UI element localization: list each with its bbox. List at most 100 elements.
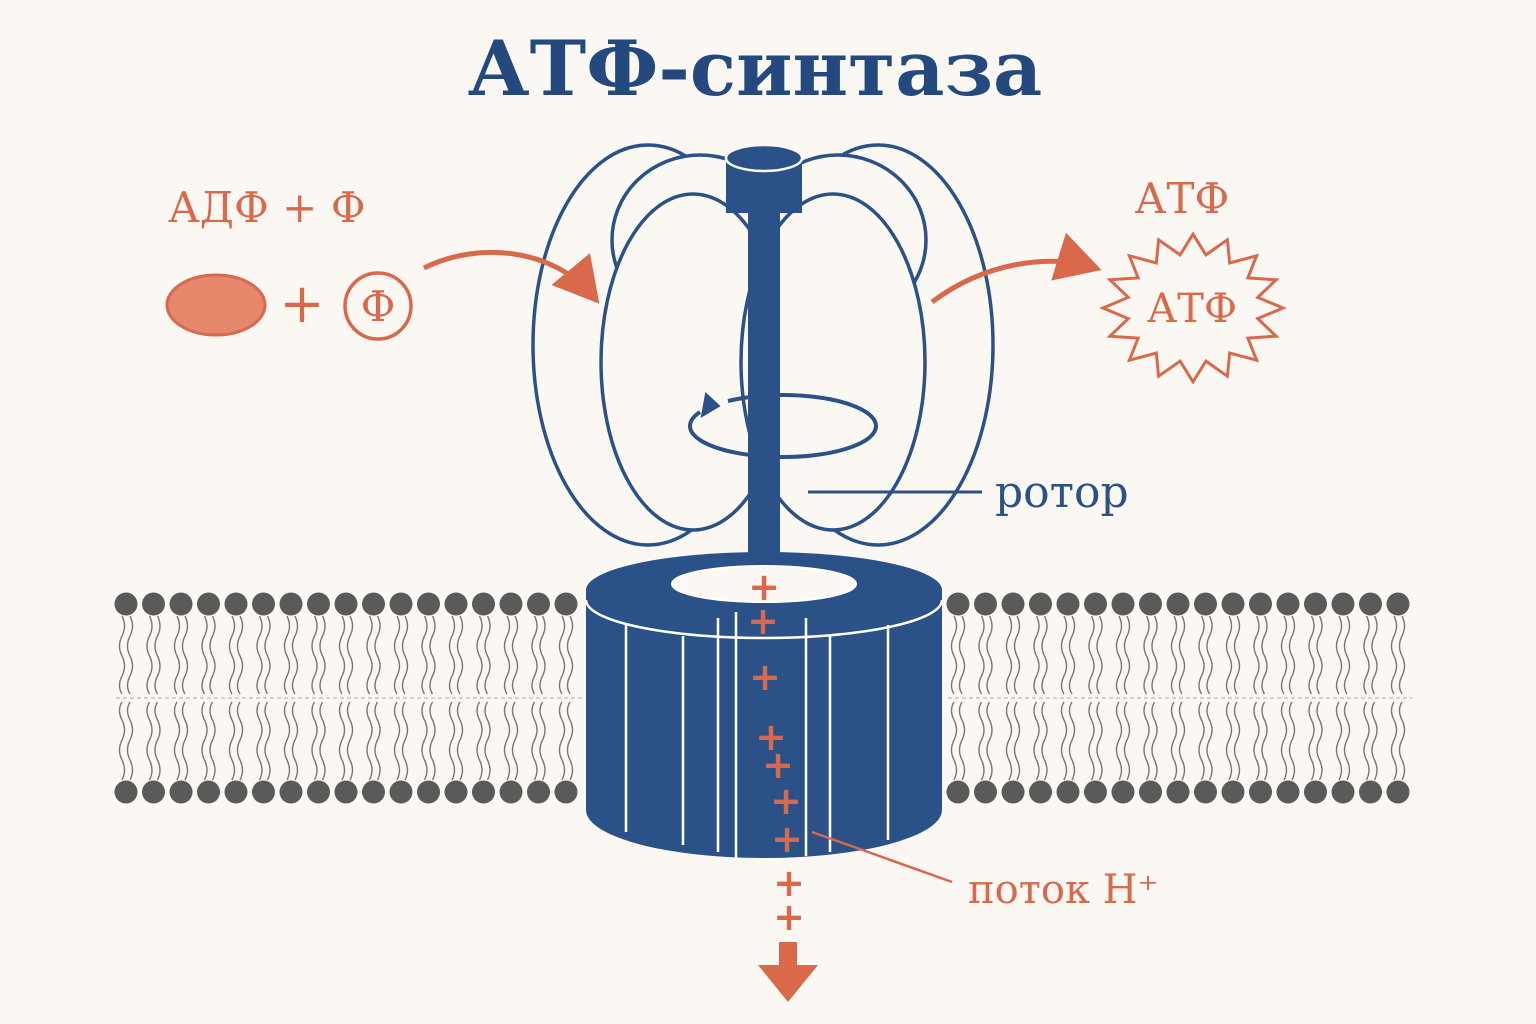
lipid-head bbox=[1331, 780, 1355, 804]
lipid-tail bbox=[1398, 701, 1406, 781]
lipid-head bbox=[1139, 780, 1162, 804]
lipid-tail bbox=[531, 701, 538, 781]
lipid-tail bbox=[228, 701, 236, 781]
lipid-tail bbox=[1088, 615, 1095, 695]
lipid-head bbox=[1056, 592, 1080, 616]
proton-flow-label: поток H⁺ bbox=[968, 867, 1159, 913]
lipid-tail bbox=[958, 701, 966, 781]
lipid-tail bbox=[283, 701, 291, 781]
lipid-head bbox=[1359, 592, 1382, 616]
lipid-tail bbox=[1233, 615, 1241, 695]
lipid-tail bbox=[503, 615, 511, 695]
lipid-tail bbox=[1013, 701, 1021, 781]
lipid-tail bbox=[209, 701, 216, 781]
rotation-arrow bbox=[688, 392, 878, 460]
lipid-tail bbox=[1115, 615, 1123, 695]
lipid-tail bbox=[566, 615, 574, 695]
lipid-tail bbox=[986, 701, 993, 781]
proton-marker: + bbox=[762, 743, 794, 787]
lipid-tail bbox=[291, 615, 299, 695]
lipid-tail bbox=[338, 615, 346, 695]
lipid-tail bbox=[1206, 615, 1213, 695]
lipid-tail bbox=[950, 615, 958, 695]
lipid-tail bbox=[978, 701, 985, 781]
lipid-tail bbox=[1151, 615, 1158, 695]
lipid-head bbox=[472, 780, 495, 804]
lipid-tail bbox=[1123, 701, 1131, 781]
lipid-head bbox=[1194, 780, 1217, 804]
lipid-head bbox=[1056, 780, 1080, 804]
lipid-head bbox=[1331, 592, 1355, 616]
lipid-tail bbox=[1096, 701, 1103, 781]
proton-flow-markers: +++++++++ bbox=[747, 565, 805, 939]
proton-marker: + bbox=[748, 565, 780, 609]
lipid-tail bbox=[366, 701, 373, 781]
lipid-tail bbox=[1206, 701, 1213, 781]
lipid-tail bbox=[393, 701, 401, 781]
lipid-tail bbox=[1060, 701, 1068, 781]
lipid-tail bbox=[484, 615, 491, 695]
lipid-tail bbox=[1308, 615, 1315, 695]
proton-marker: + bbox=[771, 817, 803, 861]
lipid-tail bbox=[1123, 615, 1131, 695]
output-arrow bbox=[930, 232, 1102, 304]
lipid-head bbox=[169, 780, 193, 804]
lipid-head bbox=[142, 592, 165, 616]
lipid-tail bbox=[1096, 615, 1103, 695]
lipid-head bbox=[417, 780, 440, 804]
lipid-tail bbox=[1170, 615, 1178, 695]
lipid-head bbox=[1084, 592, 1107, 616]
lipid-head bbox=[974, 592, 997, 616]
lipid-tail bbox=[511, 615, 519, 695]
lipid-head bbox=[1029, 592, 1052, 616]
lipid-head bbox=[417, 592, 440, 616]
lipid-head bbox=[334, 780, 358, 804]
lipid-tail bbox=[566, 701, 574, 781]
lipid-tail bbox=[511, 701, 519, 781]
lipid-tail bbox=[264, 701, 271, 781]
lipid-tail bbox=[118, 701, 126, 781]
lipid-tail bbox=[1143, 701, 1150, 781]
lipid-head bbox=[1001, 592, 1025, 616]
lipid-head bbox=[279, 780, 303, 804]
lipid-tail bbox=[393, 615, 401, 695]
lipid-tail bbox=[126, 615, 134, 695]
lipid-tail bbox=[448, 701, 456, 781]
lipid-tail bbox=[476, 615, 483, 695]
lipid-tail bbox=[1225, 701, 1233, 781]
lipid-tail bbox=[1005, 615, 1013, 695]
lipid-head bbox=[1194, 592, 1217, 616]
lipid-head bbox=[1166, 780, 1190, 804]
lipid-tail bbox=[209, 615, 216, 695]
lipid-tail bbox=[1198, 615, 1205, 695]
lipid-tail bbox=[291, 701, 299, 781]
lipid-tail bbox=[228, 615, 236, 695]
lipid-head bbox=[472, 592, 495, 616]
lipid-head bbox=[1304, 780, 1327, 804]
proton-marker: + bbox=[773, 861, 805, 905]
lipid-tail bbox=[118, 615, 126, 695]
lipid-head bbox=[252, 592, 275, 616]
lipid-tail bbox=[1261, 615, 1268, 695]
rotor-label: ротор bbox=[995, 467, 1129, 518]
input-arrow bbox=[422, 250, 600, 304]
lipid-tail bbox=[448, 615, 456, 695]
lipid-tail bbox=[1068, 615, 1076, 695]
lipid-tail bbox=[283, 615, 291, 695]
lipid-tail bbox=[366, 615, 373, 695]
proton-marker: + bbox=[749, 655, 781, 699]
lipid-tail bbox=[338, 701, 346, 781]
lipid-tail bbox=[958, 615, 966, 695]
lipid-tail bbox=[1363, 615, 1370, 695]
lipid-head bbox=[554, 592, 578, 616]
lipid-tail bbox=[456, 701, 464, 781]
lipid-tail bbox=[1013, 615, 1021, 695]
proton-marker: + bbox=[747, 599, 779, 643]
lipid-tail bbox=[154, 615, 161, 695]
lipid-tail bbox=[456, 615, 464, 695]
lipid-tail bbox=[346, 615, 354, 695]
lipid-tail bbox=[146, 615, 153, 695]
lipid-tail bbox=[1280, 615, 1288, 695]
lipid-tail bbox=[1280, 701, 1288, 781]
lipid-tail bbox=[256, 615, 263, 695]
